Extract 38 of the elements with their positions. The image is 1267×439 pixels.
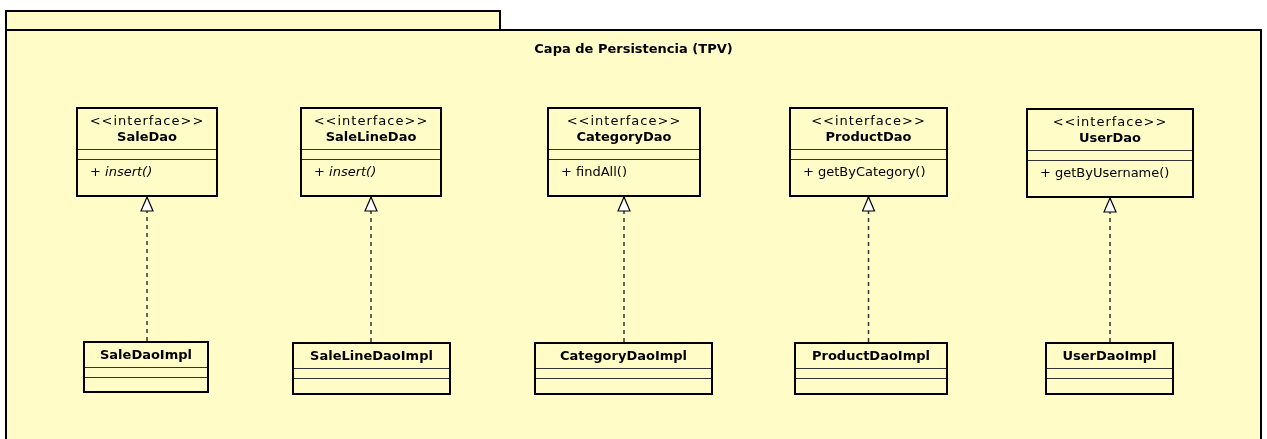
stereotype-label: <<interface>> [811,113,926,129]
stereotype-label: <<interface>> [313,113,429,129]
method-label: + getByCategory() [803,164,927,180]
class-name: ProductDao [825,129,912,145]
stereotype-label: <<interface>> [566,113,682,129]
class-box [292,342,451,395]
class-name: SaleDaoImpl [99,347,193,363]
package-frame [5,29,1262,439]
method-label: + insert() [314,164,378,180]
interface-box [547,107,701,197]
class-name: ProductDaoImpl [812,348,930,364]
class-box [1045,342,1174,395]
realization-arrow [1103,197,1117,343]
method-label: + insert() [90,164,154,180]
method-label: + findAll() [561,164,628,180]
realization-arrow [140,196,154,342]
class-box [534,342,713,395]
method-label: + getByUsername() [1040,165,1171,181]
realization-arrow [364,196,378,343]
interface-box [1026,108,1194,198]
package-title: Capa de Persistencia (TPV) [534,40,733,58]
class-name: CategoryDaoImpl [559,348,688,364]
class-name: SaleLineDao [325,129,417,145]
class-box [794,342,948,395]
interface-box [789,107,948,197]
package-tab [5,10,501,31]
class-name: SaleLineDaoImpl [310,348,433,364]
class-name: CategoryDao [576,129,672,145]
stereotype-label: <<interface>> [89,113,205,129]
class-name: UserDao [1079,130,1141,146]
realization-arrow [861,196,876,343]
interface-box [76,107,218,197]
stereotype-label: <<interface>> [1052,114,1168,130]
class-name: UserDaoImpl [1062,348,1157,364]
realization-arrow [617,196,631,343]
class-name: SaleDao [117,129,177,145]
interface-box [300,107,442,197]
class-box [83,341,209,393]
